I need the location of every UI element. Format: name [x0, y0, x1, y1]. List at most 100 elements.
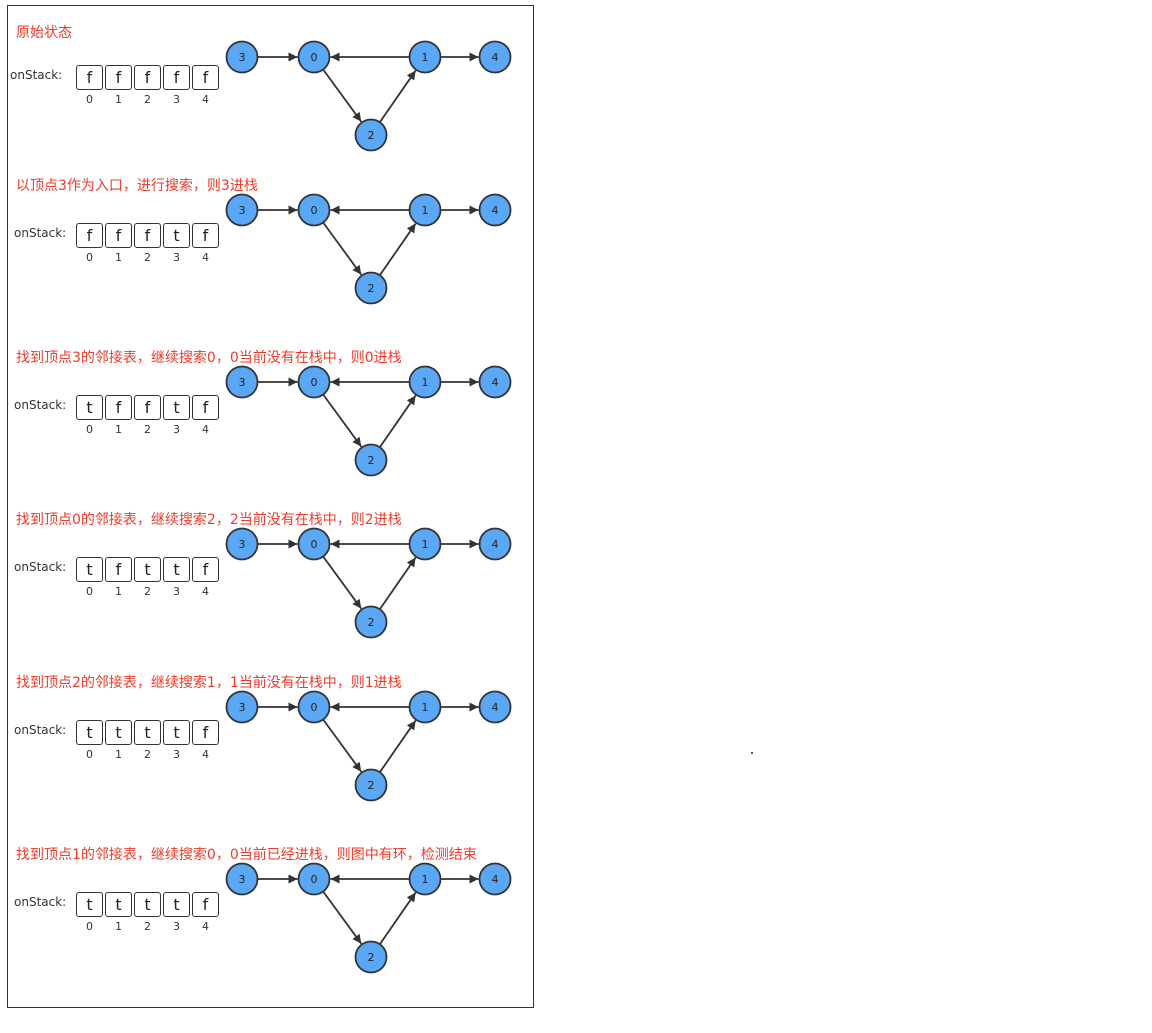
onstack-index: 4 — [202, 423, 209, 436]
graph-node-label: 3 — [239, 51, 246, 64]
graph-node-label: 1 — [422, 873, 429, 886]
onstack-cell-3: t — [163, 395, 190, 420]
onstack-cell-0: t — [76, 720, 103, 745]
graph-node-2: 2 — [354, 940, 388, 974]
onstack-cell-4: f — [192, 720, 219, 745]
graph-node-4: 4 — [478, 690, 512, 724]
onstack-cell-0: f — [76, 65, 103, 90]
graph-node-4: 4 — [478, 365, 512, 399]
graph-node-3: 3 — [225, 193, 259, 227]
edge-0-to-2 — [322, 68, 362, 123]
graph-node-2: 2 — [354, 443, 388, 477]
onstack-cell-2: f — [134, 65, 161, 90]
graph-node-label: 0 — [311, 538, 318, 551]
graph-node-4: 4 — [478, 193, 512, 227]
graph-node-label: 0 — [311, 701, 318, 714]
edge-2-to-1 — [379, 892, 417, 945]
onstack-cell-4: f — [192, 557, 219, 582]
graph-node-label: 4 — [492, 376, 499, 389]
step-caption: 找到顶点1的邻接表，继续搜索0，0当前已经进栈，则图中有环，检测结束 — [16, 847, 477, 863]
graph-node-label: 1 — [422, 701, 429, 714]
graph-node-4: 4 — [478, 862, 512, 896]
graph-node-1: 1 — [408, 690, 442, 724]
graph-node-3: 3 — [225, 690, 259, 724]
onstack-cell-0: t — [76, 557, 103, 582]
step-caption: 找到顶点3的邻接表，继续搜索0，0当前没有在栈中，则0进栈 — [16, 350, 402, 366]
onstack-index: 4 — [202, 585, 209, 598]
graph-node-label: 1 — [422, 376, 429, 389]
graph-node-3: 3 — [225, 862, 259, 896]
onstack-cell-1: f — [105, 557, 132, 582]
onstack-cell-2: t — [134, 892, 161, 917]
onstack-index: 0 — [86, 748, 93, 761]
onstack-index: 2 — [144, 748, 151, 761]
graph-node-3: 3 — [225, 40, 259, 74]
onstack-index: 3 — [173, 748, 180, 761]
onstack-index: 1 — [115, 920, 122, 933]
onstack-cell-1: f — [105, 223, 132, 248]
step-caption: 原始状态 — [16, 25, 72, 41]
onstack-cell-3: t — [163, 557, 190, 582]
onstack-cell-1: f — [105, 395, 132, 420]
graph-node-label: 2 — [368, 779, 375, 792]
onstack-cell-1: t — [105, 892, 132, 917]
step-caption: 找到顶点2的邻接表，继续搜索1，1当前没有在栈中，则1进栈 — [16, 675, 402, 691]
onstack-cell-2: f — [134, 223, 161, 248]
graph-node-label: 3 — [239, 204, 246, 217]
onstack-cell-4: f — [192, 223, 219, 248]
onstack-index: 2 — [144, 93, 151, 106]
onstack-label: onStack: — [14, 895, 67, 909]
onstack-cell-1: f — [105, 65, 132, 90]
onstack-cell-0: t — [76, 892, 103, 917]
graph-node-label: 1 — [422, 204, 429, 217]
onstack-index: 1 — [115, 423, 122, 436]
onstack-index: 4 — [202, 93, 209, 106]
onstack-index: 3 — [173, 93, 180, 106]
onstack-label: onStack: — [14, 226, 67, 240]
onstack-index: 0 — [86, 920, 93, 933]
onstack-cell-2: f — [134, 395, 161, 420]
onstack-index: 2 — [144, 920, 151, 933]
onstack-index: 0 — [86, 585, 93, 598]
graph-node-label: 4 — [492, 51, 499, 64]
graph-node-label: 0 — [311, 204, 318, 217]
onstack-index: 3 — [173, 423, 180, 436]
step-panel: 找到顶点1的邻接表，继续搜索0，0当前已经进栈，则图中有环，检测结束 onStac… — [8, 828, 535, 998]
onstack-cell-2: t — [134, 720, 161, 745]
edge-0-to-2 — [322, 890, 362, 945]
graph-node-1: 1 — [408, 862, 442, 896]
graph-node-1: 1 — [408, 193, 442, 227]
step-panel: 找到顶点2的邻接表，继续搜索1，1当前没有在栈中，则1进栈 onStack: t 0 t… — [8, 656, 535, 826]
graph-node-label: 4 — [492, 701, 499, 714]
graph-node-label: 2 — [368, 129, 375, 142]
graph-node-3: 3 — [225, 527, 259, 561]
onstack-label: onStack: — [14, 723, 67, 737]
graph-node-2: 2 — [354, 768, 388, 802]
graph-node-label: 4 — [492, 204, 499, 217]
graph-node-label: 2 — [368, 282, 375, 295]
onstack-index: 1 — [115, 748, 122, 761]
graph-node-label: 1 — [422, 538, 429, 551]
onstack-index: 2 — [144, 423, 151, 436]
graph-node-2: 2 — [354, 605, 388, 639]
graph-node-label: 3 — [239, 376, 246, 389]
onstack-index: 3 — [173, 251, 180, 264]
graph-node-4: 4 — [478, 40, 512, 74]
graph-node-label: 3 — [239, 538, 246, 551]
onstack-index: 4 — [202, 920, 209, 933]
graph-node-label: 4 — [492, 873, 499, 886]
graph-node-0: 0 — [297, 690, 331, 724]
onstack-cell-4: f — [192, 65, 219, 90]
graph-node-label: 4 — [492, 538, 499, 551]
onstack-index: 3 — [173, 920, 180, 933]
onstack-index: 1 — [115, 251, 122, 264]
onstack-label: onStack: — [14, 560, 67, 574]
edge-2-to-1 — [379, 395, 417, 448]
graph-node-2: 2 — [354, 271, 388, 305]
onstack-label: onStack: — [10, 68, 63, 82]
graph-node-label: 0 — [311, 873, 318, 886]
